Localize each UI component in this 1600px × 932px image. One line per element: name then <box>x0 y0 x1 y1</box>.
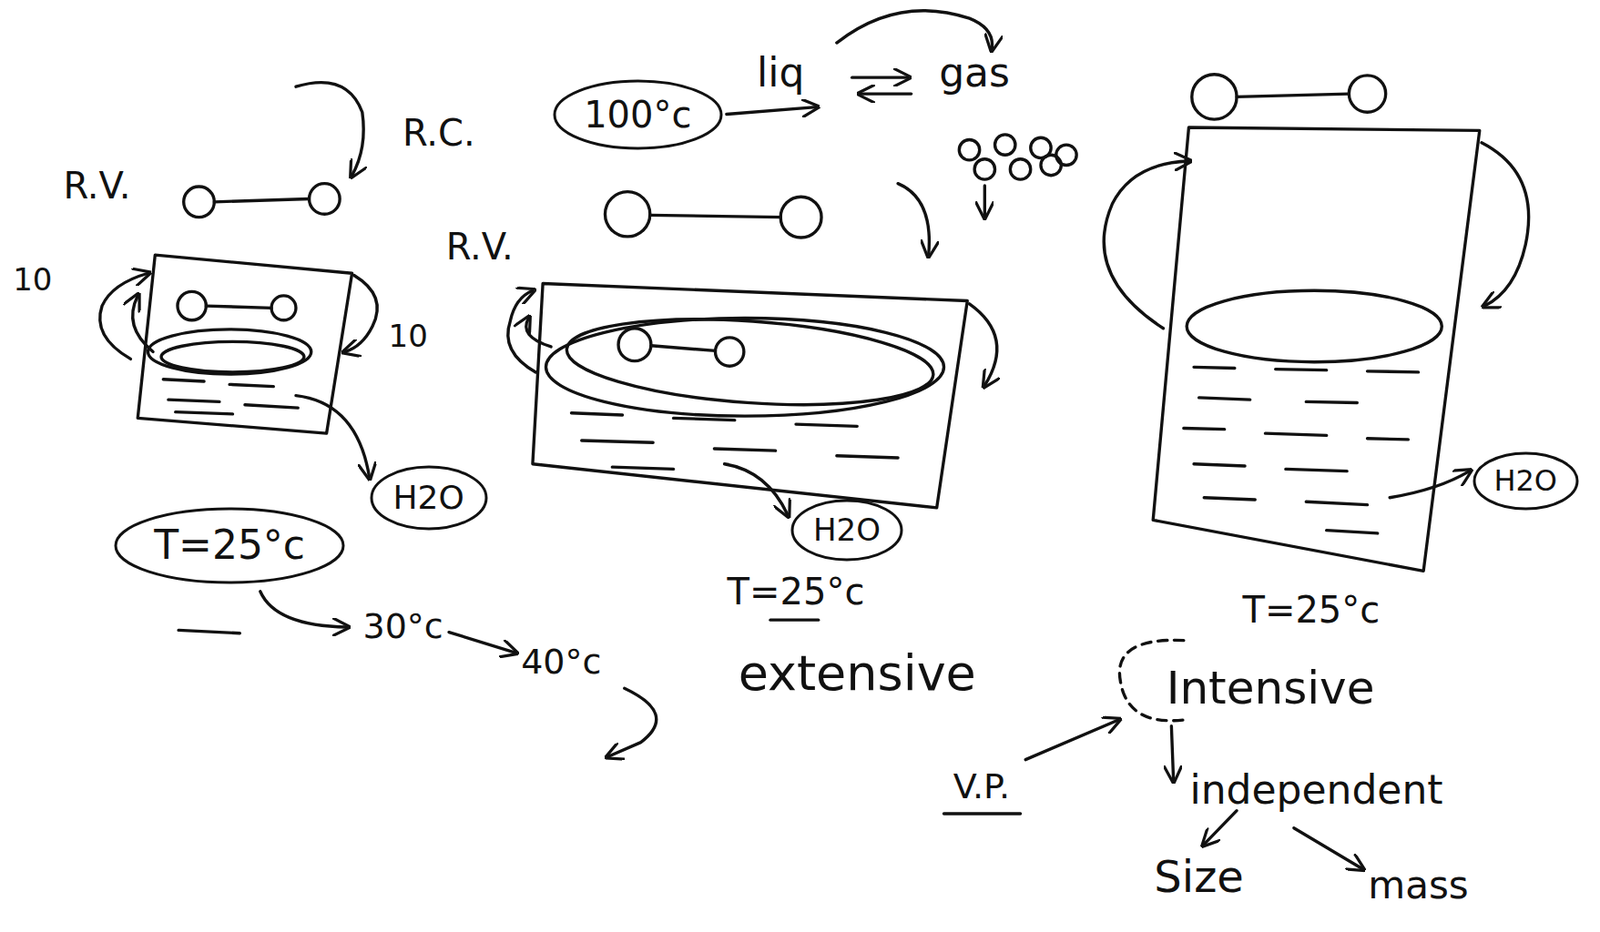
underline <box>943 812 1020 816</box>
condensation-arrow <box>969 304 998 387</box>
node-text: T=25°c <box>153 523 306 568</box>
bubble <box>958 139 979 160</box>
molecule-bond <box>205 305 272 308</box>
circled-note: H2O <box>790 499 904 562</box>
note-label: mass <box>1367 865 1468 908</box>
temperature-label: 30°c <box>362 608 443 647</box>
temperature-label: T=25°c <box>1242 590 1380 631</box>
node-text-block: H2O <box>813 513 881 548</box>
down-arrow <box>1171 726 1173 781</box>
note-label: independent <box>1189 768 1443 813</box>
branch-arrow <box>1203 811 1237 846</box>
ellipse-line <box>1474 453 1578 510</box>
molecule-bond <box>650 214 781 217</box>
phase-label: gas <box>938 50 1010 95</box>
equilibrium-arrow <box>860 91 912 95</box>
condensation-arrow <box>1481 142 1529 306</box>
beaker <box>137 254 352 434</box>
ellipse-line <box>115 509 344 583</box>
count-number: 10 <box>388 319 429 354</box>
ellipse-line <box>371 467 487 530</box>
rate-label: R.C. <box>402 112 476 153</box>
circled-note: 100°c <box>552 79 724 151</box>
count-number: 10 <box>12 263 52 297</box>
molecule-atom <box>780 196 822 238</box>
evaporation-arrow <box>132 295 153 353</box>
molecule-atom <box>618 328 652 362</box>
water-surface <box>563 308 937 417</box>
phase-label: liq <box>756 50 805 95</box>
down-arrow <box>983 185 987 217</box>
curved-arrow <box>836 10 993 50</box>
water-surface <box>147 329 311 375</box>
molecule-atom <box>309 183 341 215</box>
bubble <box>1009 159 1030 180</box>
note-label: Size <box>1153 853 1244 902</box>
water-surface <box>161 341 305 373</box>
condensation-arrow <box>295 82 364 176</box>
circled-note: T=25°c <box>113 507 346 585</box>
node-text-block: T=25°c <box>153 523 306 568</box>
ellipse-line <box>792 500 902 561</box>
temperature-label: 40°c <box>520 643 602 683</box>
node-text: 100°c <box>583 94 692 135</box>
rate-label: R.V. <box>446 226 514 267</box>
leader-arrow <box>724 464 788 516</box>
evaporation-arrow <box>508 290 537 373</box>
curl-arrow <box>608 688 657 757</box>
molecule-atom <box>183 186 215 218</box>
beaker <box>1152 127 1480 571</box>
leader-arrow <box>448 632 516 653</box>
leader-arrow <box>295 396 370 479</box>
bubble <box>1040 154 1061 175</box>
temperature-label: T=25°c <box>727 571 866 612</box>
water-surface <box>1186 290 1442 362</box>
molecule-atom <box>604 192 650 237</box>
node-text-block: 100°c <box>583 94 692 135</box>
molecule-atom <box>714 337 744 367</box>
node-text: H2O <box>392 479 464 517</box>
molecule-bond <box>1236 93 1349 97</box>
bubble <box>974 159 995 180</box>
equilibrium-arrow <box>852 75 909 79</box>
evaporation-arrow <box>100 273 149 359</box>
molecule-atom <box>1192 74 1237 120</box>
circled-note: H2O <box>1472 451 1580 511</box>
condensation-arrow <box>897 183 929 255</box>
property-label: Intensive <box>1166 663 1376 714</box>
node-text: H2O <box>1493 465 1558 498</box>
leader-arrow <box>726 107 817 115</box>
molecule-bond <box>651 346 716 352</box>
node-text: H2O <box>813 513 881 548</box>
node-text-block: H2O <box>392 479 464 517</box>
dash <box>178 630 240 633</box>
leader-arrow <box>260 591 347 628</box>
node-text-block: H2O <box>1493 465 1558 498</box>
ellipse-line <box>554 81 722 149</box>
circled-note: H2O <box>369 465 489 531</box>
bubble <box>995 134 1016 155</box>
evaporation-arrow <box>526 318 551 347</box>
branch-arrow <box>1294 828 1363 870</box>
evaporation-arrow <box>1103 161 1189 329</box>
water-lines <box>163 379 298 415</box>
term-label: V.P. <box>953 768 1010 807</box>
molecule-atom <box>271 295 296 321</box>
condensation-arrow <box>345 275 378 352</box>
underline <box>770 618 819 622</box>
leader-arrow <box>1389 471 1469 499</box>
leader-arrow <box>1025 720 1119 761</box>
rate-label: R.V. <box>62 165 131 206</box>
water-lines <box>1183 366 1419 534</box>
molecule-bond <box>214 198 309 202</box>
molecule-atom <box>1348 75 1386 113</box>
water-lines <box>571 413 899 470</box>
molecule-atom <box>177 291 206 320</box>
property-label: extensive <box>738 646 977 701</box>
gas-bubbles <box>958 134 1077 180</box>
